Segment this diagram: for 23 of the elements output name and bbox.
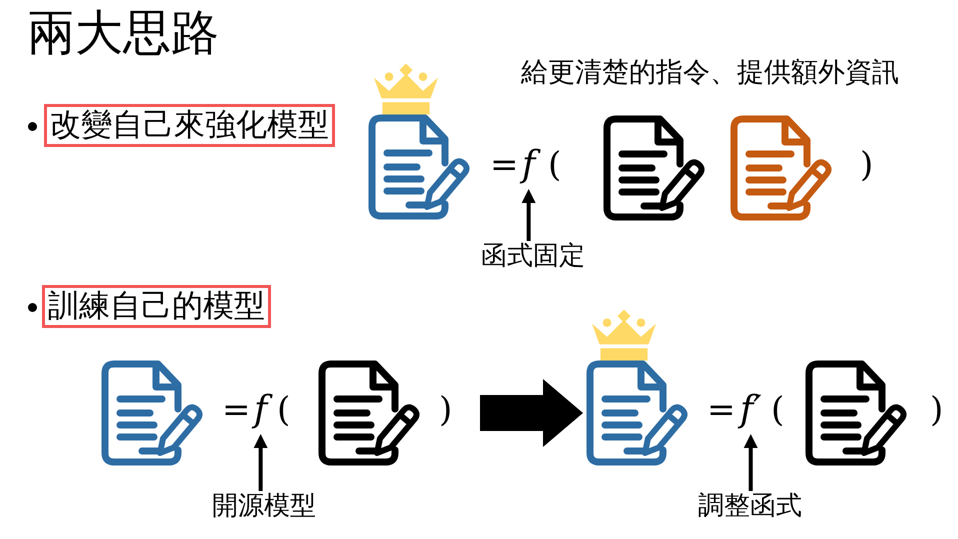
function-symbol: f′ (734, 386, 768, 434)
close-parenthesis: ) (439, 389, 452, 432)
close-parenthesis: ) (860, 144, 874, 187)
slide-title: 兩大思路 (27, 4, 219, 62)
arrow (254, 434, 268, 491)
annotation-text: 開源模型 (212, 491, 316, 521)
open-parenthesis: ( (548, 144, 562, 187)
close-parenthesis: ) (930, 389, 944, 432)
caption-text: 給更清楚的指令、提供額外資訊 (521, 57, 899, 89)
open-parenthesis: ( (277, 389, 290, 432)
function-symbol: f (248, 386, 274, 434)
highlighted-heading: 改變自己來強化模型 (44, 104, 335, 147)
equals-sign: = (490, 144, 518, 187)
open-parenthesis: ( (771, 389, 784, 432)
function-symbol: f (516, 141, 542, 189)
annotation-text: 調整函式 (698, 491, 802, 521)
block-arrow (480, 379, 583, 447)
equals-sign: = (222, 389, 250, 432)
equals-sign: = (707, 389, 736, 432)
annotation-text: 函式固定 (481, 241, 585, 271)
arrow (522, 189, 536, 241)
highlighted-heading: 訓練自己的模型 (42, 285, 271, 328)
arrow (744, 434, 758, 491)
